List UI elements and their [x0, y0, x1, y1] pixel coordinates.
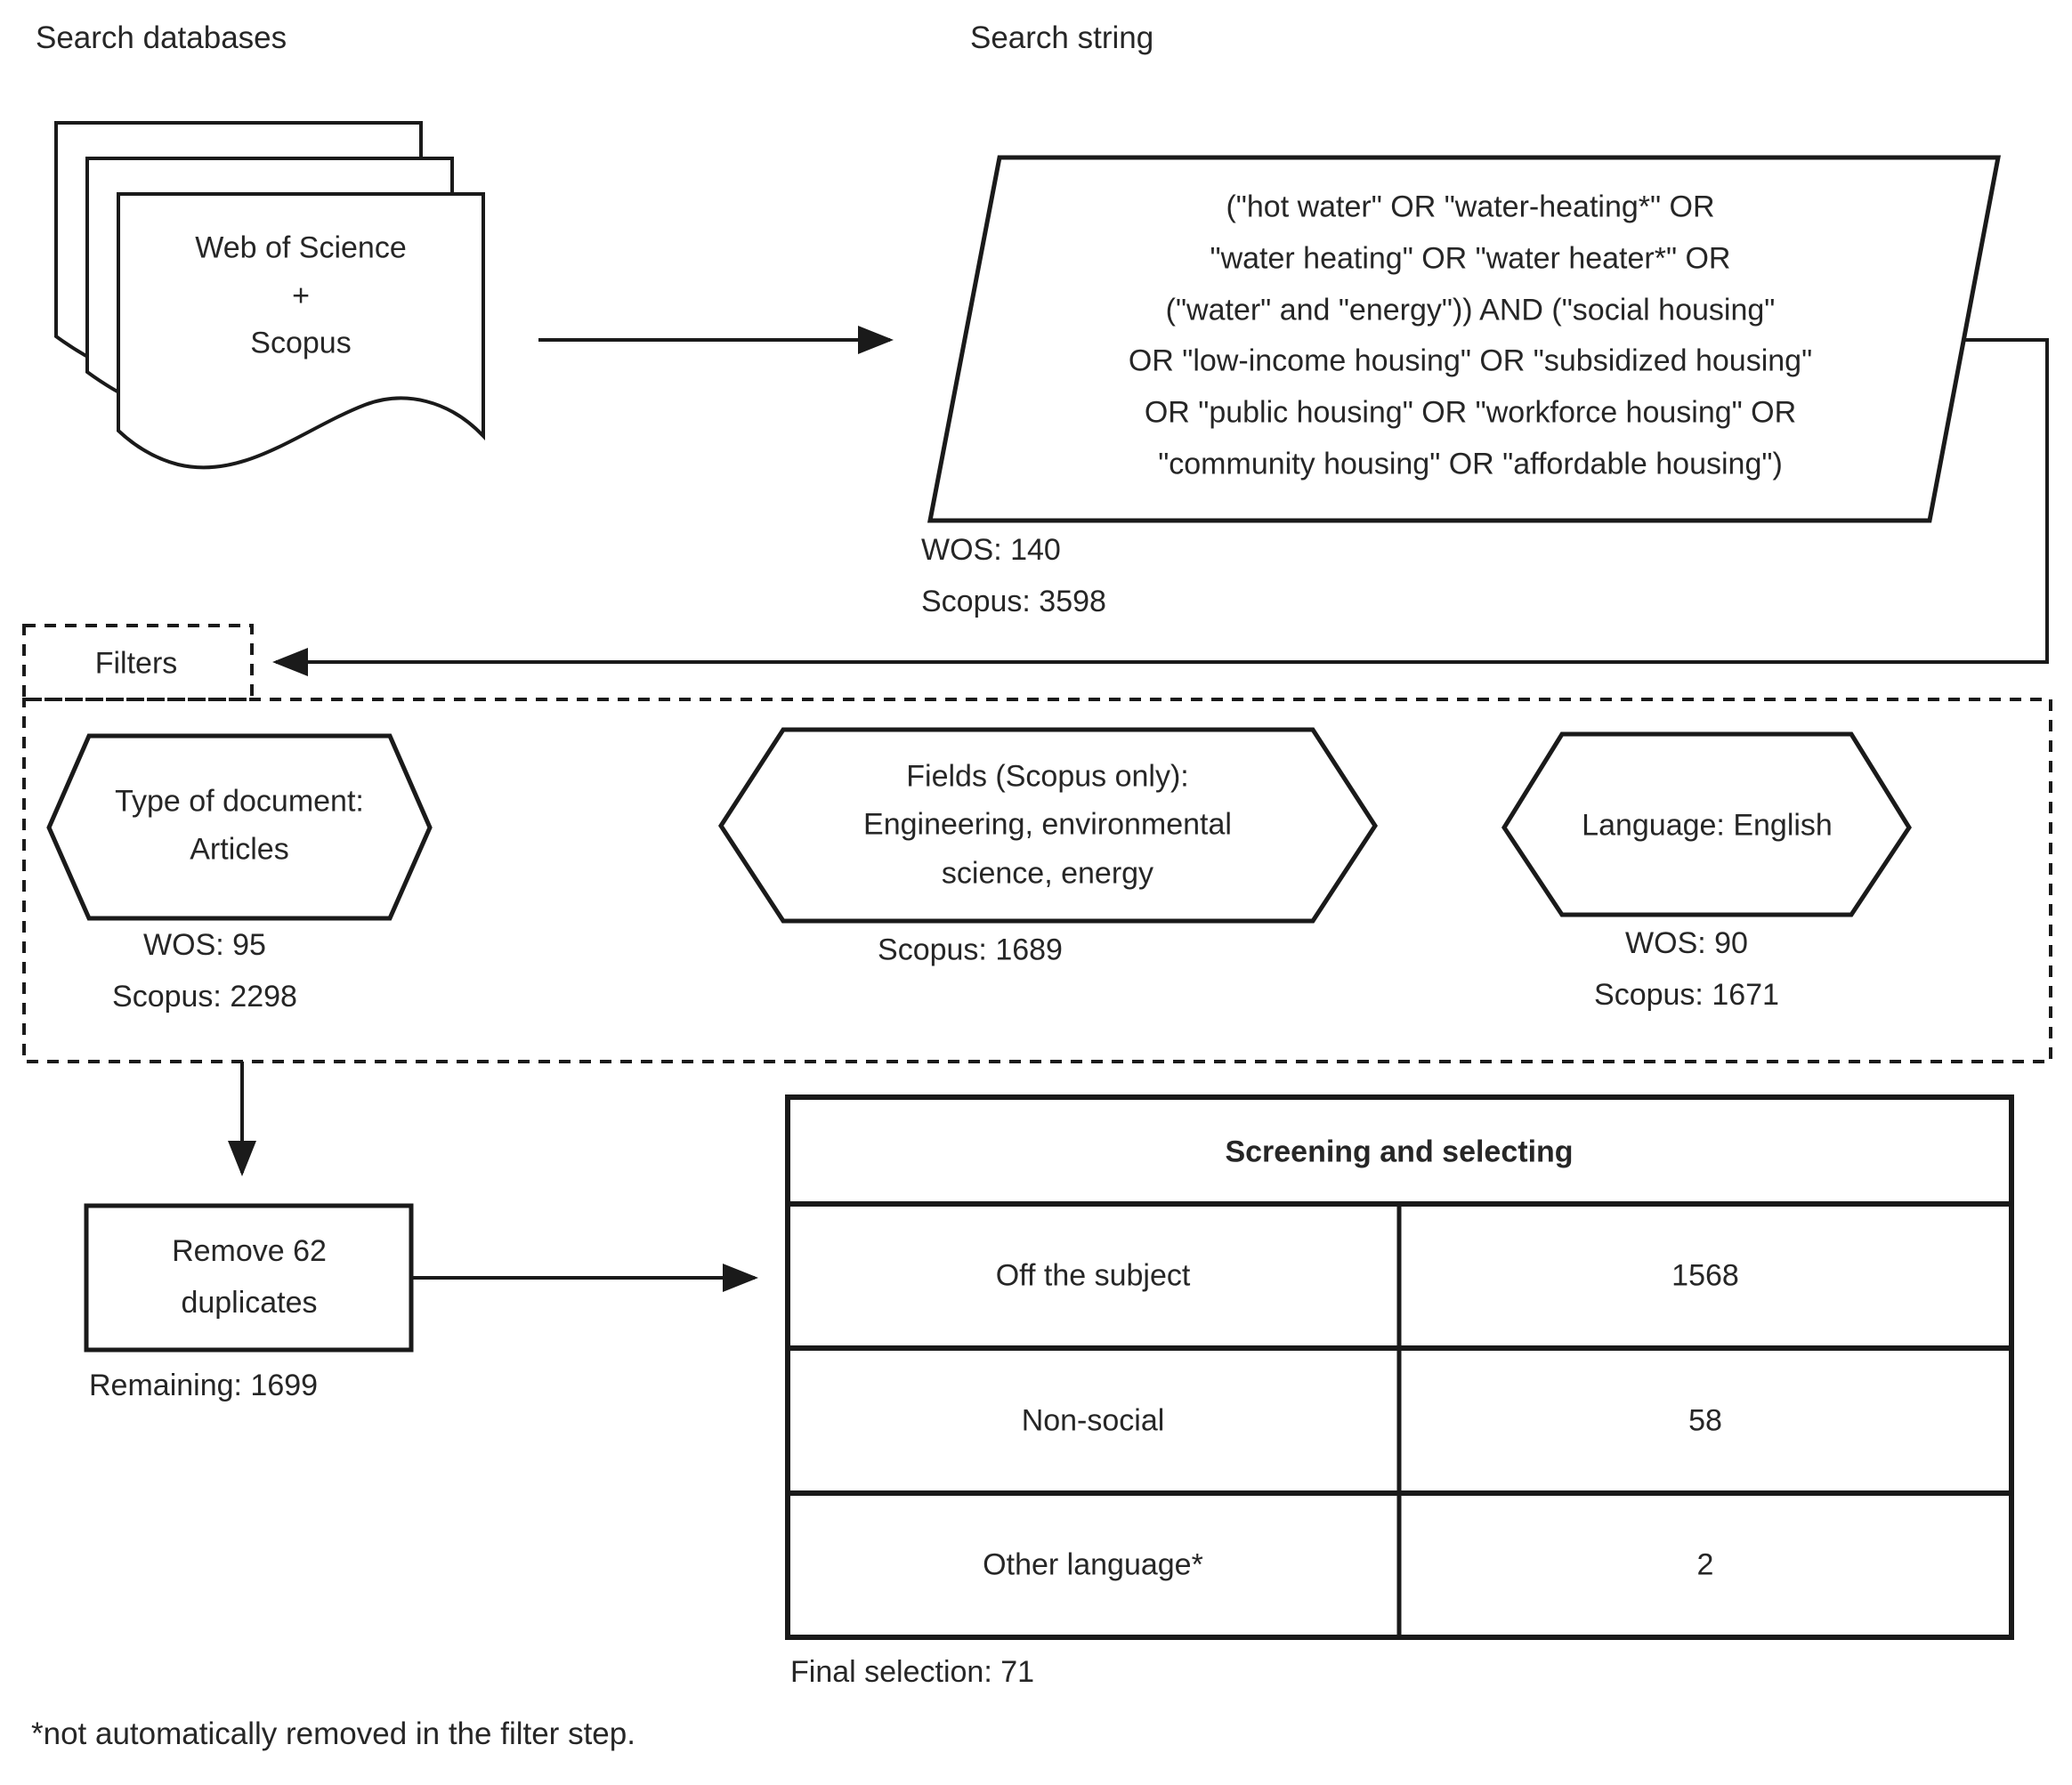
hexagon-type-of-document-label: Type of document: Articles — [115, 784, 364, 867]
screening-table-title: Screening and selecting — [1225, 1135, 1574, 1169]
search-string-results: WOS: 140 Scopus: 3598 — [921, 533, 1106, 618]
final-selection-label: Final selection: 71 — [790, 1655, 1035, 1689]
document-page-front-shape — [117, 192, 485, 470]
search-databases-label: Search databases — [36, 20, 287, 55]
databases-text: Web of Science + Scopus — [195, 230, 407, 360]
search-string-parallelogram — [927, 155, 2002, 523]
remove-duplicates-label: Remove 62 duplicates — [172, 1234, 327, 1320]
search-string-label: Search string — [970, 20, 1154, 55]
search-string-query: ("hot water" OR "water-heating*" OR "wat… — [1128, 190, 1813, 481]
remove-duplicates-box — [84, 1203, 414, 1353]
filters-title: Filters — [94, 646, 178, 681]
table-row-value-other-language: 2 — [1696, 1547, 1714, 1582]
hexagon-language — [1501, 731, 1912, 917]
hexagon-language-results: WOS: 90 Scopus: 1671 — [1594, 926, 1779, 1012]
arrow-searchstring-to-filters — [272, 338, 2049, 676]
table-row-label-other-language: Other language* — [983, 1547, 1203, 1582]
hexagon-fields — [718, 727, 1378, 924]
hexagon-fields-results: Scopus: 1689 — [878, 933, 1063, 967]
footnote: *not automatically removed in the filter… — [31, 1716, 635, 1751]
remaining-count-label: Remaining: 1699 — [89, 1369, 319, 1402]
table-row-label-off-subject: Off the subject — [995, 1258, 1191, 1293]
hexagon-language-label: Language: English — [1582, 808, 1833, 843]
hexagon-type-of-document — [46, 733, 433, 921]
hexagon-fields-label: Fields (Scopus only): Engineering, envir… — [863, 759, 1232, 891]
filters-container-box — [22, 698, 2052, 1063]
table-row-value-non-social: 58 — [1688, 1403, 1722, 1438]
table-row-label-non-social: Non-social — [1021, 1403, 1165, 1438]
table-row-value-off-subject: 1568 — [1671, 1258, 1739, 1293]
hexagon-type-of-document-results: WOS: 95 Scopus: 2298 — [112, 928, 297, 1014]
